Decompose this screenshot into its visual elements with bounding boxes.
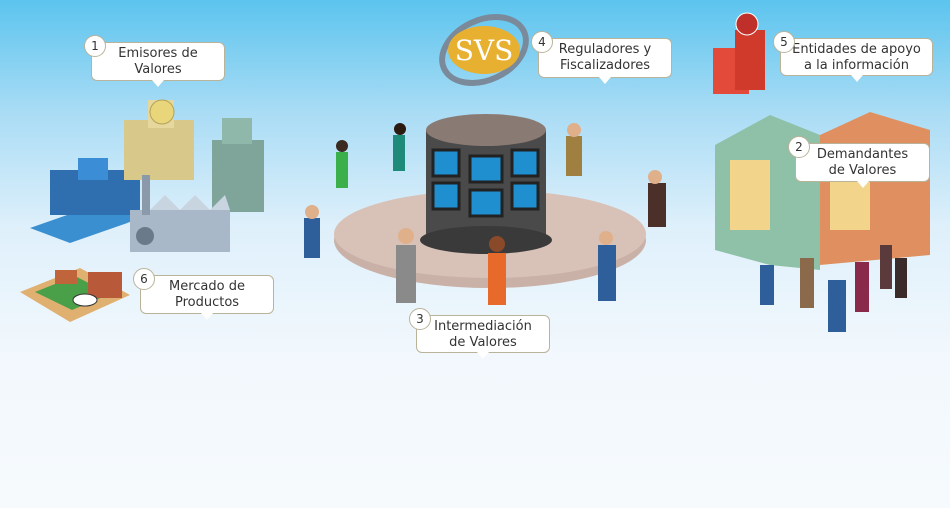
info-building-illustration[interactable] (713, 12, 765, 94)
callout-number: 1 (84, 35, 106, 57)
callout-number: 3 (409, 308, 431, 330)
callout-line1: Intermediación (434, 319, 532, 334)
callout-line2: Valores (134, 62, 182, 77)
callout-line1: Demandantes (816, 147, 909, 162)
callout-line2: Fiscalizadores (559, 58, 651, 73)
svs-logo-button[interactable]: SVS (438, 10, 530, 90)
farm-illustration[interactable] (20, 268, 130, 322)
callout-reguladores[interactable]: 4 Reguladores y Fiscalizadores (531, 31, 672, 84)
callout-line1: Emisores de (118, 46, 198, 61)
issuers-illustration[interactable] (30, 99, 264, 252)
callout-number: 5 (773, 31, 795, 53)
callout-entidades[interactable]: 5 Entidades de apoyo a la información (773, 31, 933, 82)
callout-line1: Reguladores y (558, 42, 652, 57)
callout-number: 2 (788, 136, 810, 158)
callout-line2: de Valores (828, 163, 897, 178)
callout-demandantes[interactable]: 2 Demandantes de Valores (788, 136, 930, 188)
callout-line1: Mercado de (169, 279, 245, 294)
callout-line2: de Valores (449, 335, 517, 350)
callout-number: 4 (531, 31, 553, 53)
callout-emisores[interactable]: 1 Emisores de Valores (84, 35, 225, 87)
callout-number: 6 (133, 268, 155, 290)
svs-logo-text: SVS (454, 34, 514, 67)
people-illustration (304, 123, 666, 305)
callout-intermediacion[interactable]: 3 Intermediación de Valores (409, 308, 550, 359)
svs-logo-icon (439, 14, 529, 86)
callout-line1: Entidades de apoyo (792, 42, 921, 57)
callout-line2: a la información (804, 58, 909, 73)
callout-mercado-productos[interactable]: 6 Mercado de Productos (133, 268, 274, 320)
callout-line2: Productos (174, 295, 240, 310)
